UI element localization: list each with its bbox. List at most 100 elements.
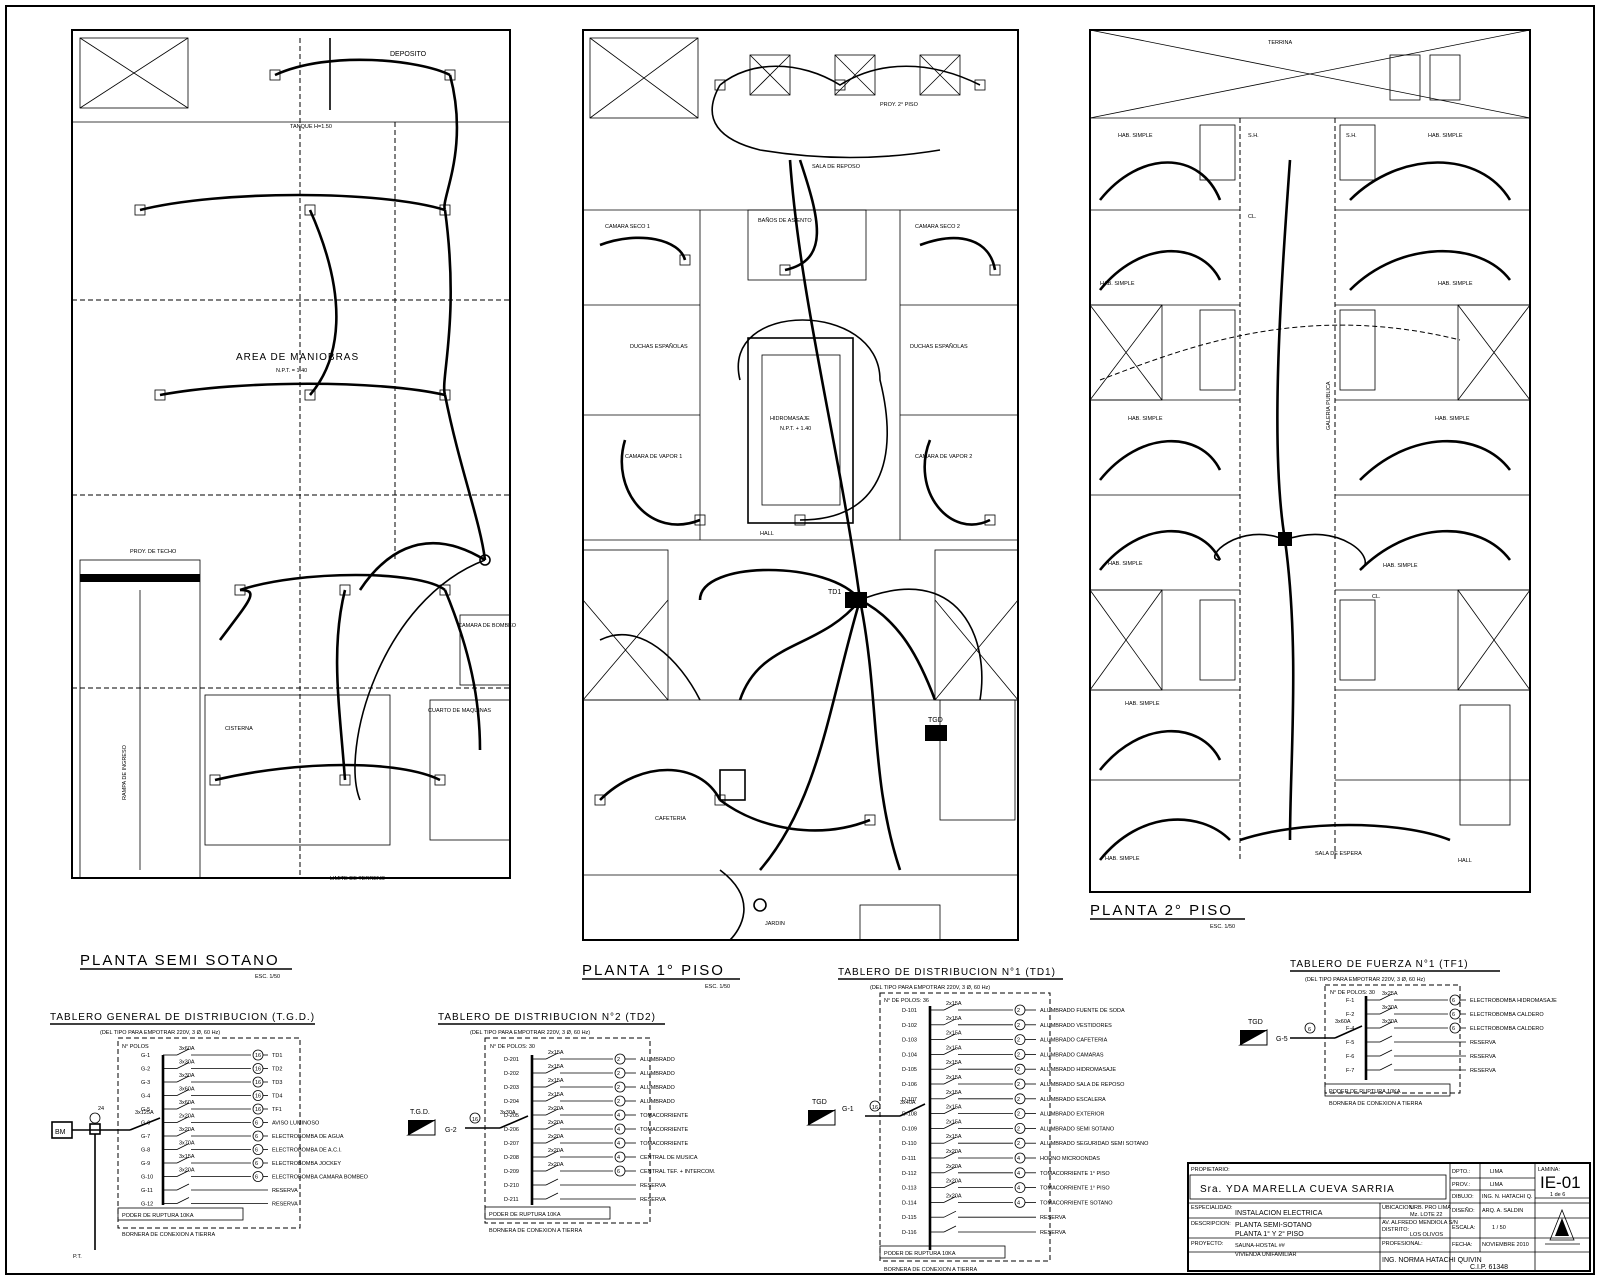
limite-terreno: LIMITE DE TERRENO (330, 876, 386, 882)
td1-row-breaker: 2x15A (946, 1105, 962, 1111)
room-cafeteria: CAFETERIA (655, 816, 686, 822)
td2-row-num: 6 (617, 1169, 620, 1175)
tgd-row-id: G-3 (141, 1080, 150, 1086)
td1-title: TABLERO DE DISTRIBUCION N°1 (TD1) (838, 967, 1056, 978)
tgd-title: TABLERO GENERAL DE DISTRIBUCION (T.G.D.) (50, 1012, 315, 1023)
td1-row-load: ALUMBRADO HIDROMASAJE (1040, 1067, 1116, 1073)
td1-row-load: ALUMBRADO EXTERIOR (1040, 1112, 1105, 1118)
tgd-row-load: RESERVA (272, 1188, 298, 1194)
tb-profesional: ING. NORMA HATACHI QUIVIN (1382, 1257, 1482, 1264)
td1-feed-id: G-1 (842, 1106, 854, 1113)
room-banos: BAÑOS DE ASIENTO (758, 217, 812, 224)
room-jardin: JARDIN (765, 921, 785, 927)
plan-semi-sotano: DEPOSITO AREA DE MANIOBRAS N.P.T. = 1.40… (71, 29, 517, 980)
tf1-subtitle: (DEL TIPO PARA EMPOTRAR 220V, 3 Ø, 60 Hz… (1305, 977, 1425, 983)
td1-row-breaker: 2x15A (946, 1090, 962, 1096)
td1-subtitle: (DEL TIPO PARA EMPOTRAR 220V, 3 Ø, 60 Hz… (870, 985, 990, 991)
room-sh-2: S.H. (1346, 133, 1357, 139)
td1-num: 16 (872, 1105, 878, 1111)
td1-row-breaker: 2x20A (946, 1149, 962, 1155)
td2-row-load: CENTRAL DE MUSICA (640, 1155, 698, 1161)
td2-title: TABLERO DE DISTRIBUCION N°2 (TD2) (438, 1012, 656, 1023)
td2-row-breaker: 2x15A (548, 1092, 564, 1098)
room-camara-bombeo: CAMARA DE BOMBEO (458, 623, 517, 629)
tgd-bornera: BORNERA DE CONEXION A TIERRA (122, 1232, 215, 1238)
tf1-row-load: ELECTROBOMBA HIDROMASAJE (1470, 998, 1557, 1004)
tgd-num: 24 (98, 1106, 104, 1112)
room-sh-1: S.H. (1248, 133, 1259, 139)
td1-row-id: D-106 (902, 1082, 917, 1088)
title-block: PROPIETARIO: Sra. YDA MARELLA CUEVA SARR… (1187, 1162, 1591, 1272)
td1-row-load: RESERVA (1040, 1215, 1066, 1221)
td2-row-breaker: 2x15A (548, 1064, 564, 1070)
tb-profesional-label: PROFESIONAL: (1382, 1241, 1423, 1247)
stair-p1 (939, 699, 1016, 821)
tf1-row-id: F-5 (1346, 1040, 1354, 1046)
room-camara-vapor-2: CAMARA DE VAPOR 2 (915, 454, 972, 460)
room-hab-simple-6: HAB. SIMPLE (1435, 416, 1470, 422)
td1-ruptura: PODER DE RUPTURA 10KA (884, 1251, 956, 1257)
tgd-row-num: 16 (255, 1080, 261, 1086)
td1-row-breaker: 2x15A (946, 1001, 962, 1007)
td1-row-breaker: 2x15A (946, 1060, 962, 1066)
tf1-row-num: 6 (1452, 1026, 1455, 1032)
rampa-box (79, 559, 201, 879)
td2-row-num: 2 (617, 1071, 620, 1077)
title-planta-2-piso: PLANTA 2° PISO (1090, 902, 1233, 919)
tgd-row-load: ELECTROBOMBA JOCKEY (272, 1161, 341, 1167)
tgd-row-id: G-9 (141, 1161, 150, 1167)
tgd-row-load: TD3 (272, 1080, 282, 1086)
td2-row-load: ALUMBRADO (640, 1099, 676, 1105)
tf1-feed-id: G-5 (1276, 1036, 1288, 1043)
tgd-row-num: 16 (255, 1067, 261, 1073)
tf1-row-id: F-2 (1346, 1012, 1354, 1018)
tf1-row-load: RESERVA (1470, 1040, 1496, 1046)
td2-row-id: D-203 (504, 1085, 519, 1091)
tgd-row-id: G-12 (141, 1202, 153, 1208)
td2-row-load: ALUMBRADO (640, 1085, 676, 1091)
tf1-row-load: ELECTROBOMBA CALDERO (1470, 1012, 1544, 1018)
tf1-row-breaker: 3x25A (1382, 991, 1398, 997)
tgd-row-num: 6 (255, 1161, 258, 1167)
tb-prov-label: PROV.: (1452, 1182, 1471, 1188)
tb-diseno: ARQ. A. SALDIN (1482, 1208, 1523, 1214)
diagram-tf1: TABLERO DE FUERZA N°1 (TF1) (DEL TIPO PA… (1238, 959, 1557, 1107)
td1-row-num: 2 (1017, 1038, 1020, 1044)
tb-escala-label: ESCALA: (1452, 1225, 1476, 1231)
td2-row-id: D-204 (504, 1099, 519, 1105)
tb-ubicacion-label: UBICACION: (1382, 1205, 1415, 1211)
tf1-row-num: 6 (1452, 998, 1455, 1004)
td1-row-breaker: 2x20A (946, 1179, 962, 1185)
tgd-bm: BM (55, 1129, 66, 1136)
td1-row-num: 2 (1017, 1126, 1020, 1132)
stair-p2 (1459, 704, 1511, 826)
p1-outer-wall (582, 29, 1019, 941)
tb-proyecto-label: PROYECTO: (1191, 1241, 1224, 1247)
td2-row-breaker: 2x15A (548, 1078, 564, 1084)
td1-row-num: 2 (1017, 1023, 1020, 1029)
td1-row-num: 2 (1017, 1052, 1020, 1058)
rampa-hatch (80, 574, 200, 582)
tgd-row-breaker: 2x20A (179, 1114, 195, 1120)
tb-especialidad: INSTALACION ELECTRICA (1235, 1210, 1323, 1217)
td1-row-breaker: 2x20A (946, 1164, 962, 1170)
tf1-row-load: ELECTROBOMBA CALDERO (1470, 1026, 1544, 1032)
tf1-main: 3x60A (1335, 1019, 1351, 1025)
tgd-row-breaker: 3x60A (179, 1100, 195, 1106)
td2-row-id: D-206 (504, 1127, 519, 1133)
td1-row-load: ALUMBRADO VESTIDORES (1040, 1023, 1112, 1029)
